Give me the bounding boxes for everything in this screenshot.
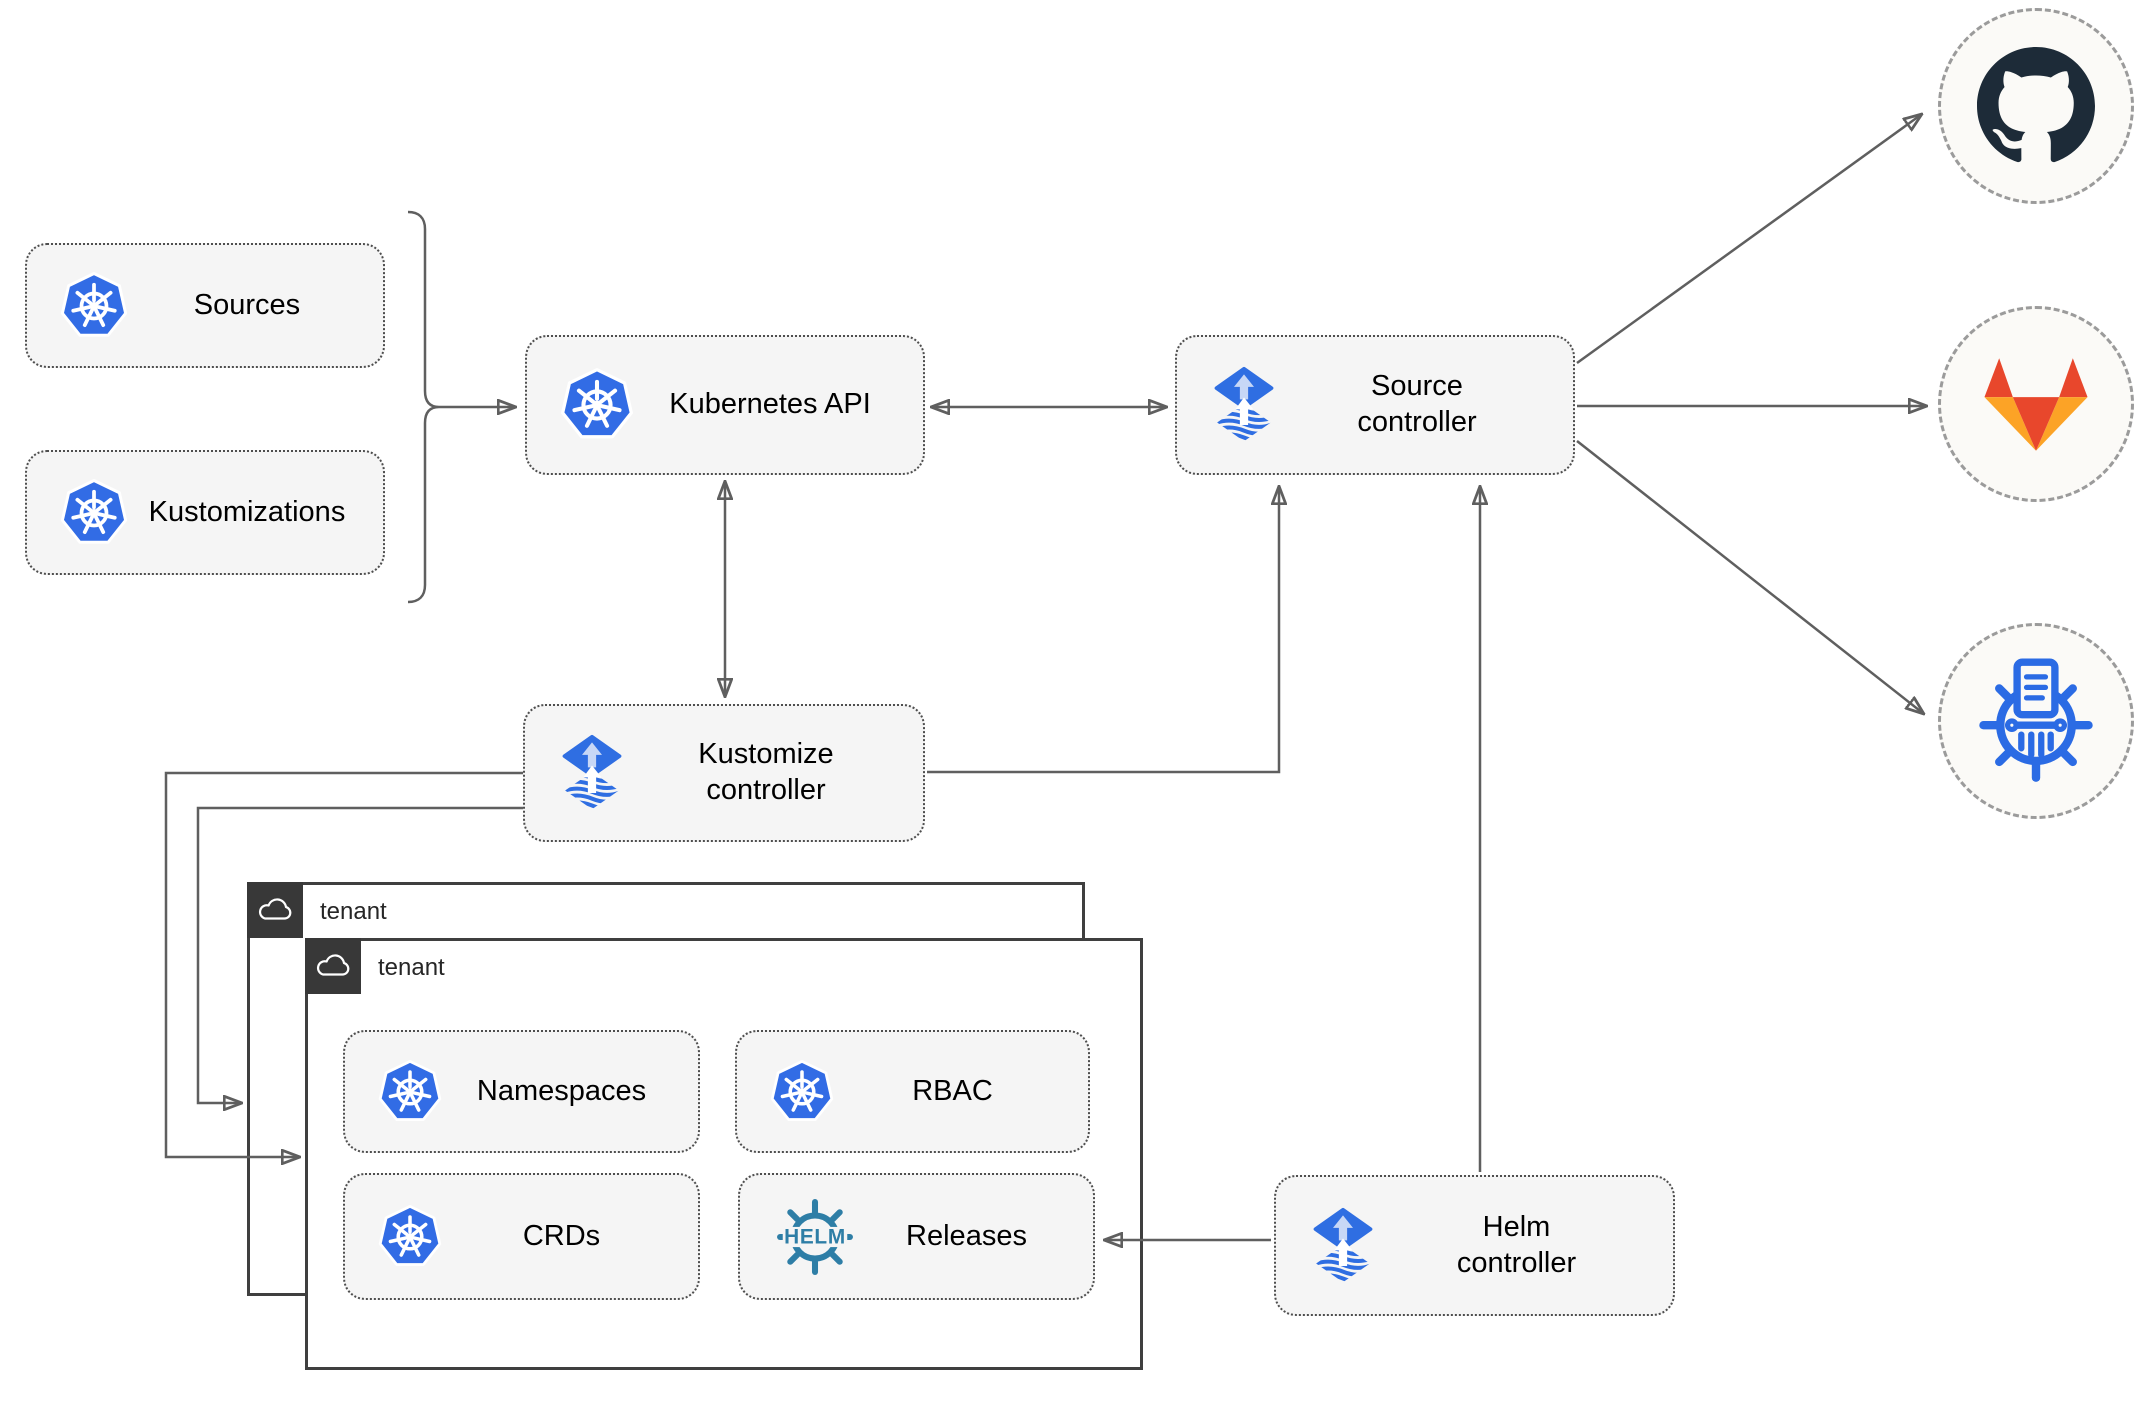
node-kustomizations: Kustomizations (25, 450, 385, 575)
kubernetes-icon (377, 1204, 443, 1270)
node-sources: Sources (25, 243, 385, 368)
kubernetes-icon (377, 1059, 443, 1125)
helm-icon: HELM (772, 1194, 858, 1280)
tenant-group-front: tenant (305, 938, 1143, 1370)
kubernetes-icon (559, 367, 635, 443)
node-source-controller: Source controller (1175, 335, 1575, 475)
node-namespaces-label: Namespaces (476, 1074, 647, 1107)
edge-kustomize-controller-to-source-controller (927, 486, 1279, 774)
edge-source-controller-to-manifest-store (1576, 440, 1924, 714)
kubernetes-icon (59, 271, 129, 341)
tenant-back-label: tenant (320, 898, 387, 925)
external-github (1938, 8, 2134, 204)
kubernetes-icon (769, 1059, 835, 1125)
node-kustomizations-label: Kustomizations (148, 495, 346, 528)
tenant-front-tab (305, 938, 361, 994)
kubernetes-icon (59, 478, 129, 548)
node-rbac: RBAC (735, 1030, 1090, 1153)
node-releases: HELM Releases (738, 1173, 1095, 1300)
node-rbac-label: RBAC (912, 1074, 993, 1107)
tenant-back-tab (247, 882, 303, 938)
node-kustomize-controller-label: Kustomize controller (698, 738, 834, 806)
external-manifest-store (1938, 623, 2134, 819)
brace-sources-kustomizations (407, 210, 440, 604)
node-helm-controller: Helm controller (1274, 1175, 1675, 1316)
external-gitlab (1938, 306, 2134, 502)
node-kubernetes-api: Kubernetes API (525, 335, 925, 475)
flux-icon (1209, 366, 1279, 444)
node-source-controller-label: Source controller (1357, 370, 1477, 438)
node-releases-label: Releases (906, 1219, 1027, 1252)
flux-icon (557, 734, 627, 812)
node-kubernetes-api-label: Kubernetes API (669, 388, 871, 421)
node-crds: CRDs (343, 1173, 700, 1300)
node-crds-label: CRDs (522, 1219, 601, 1252)
node-kustomize-controller: Kustomize controller (523, 704, 925, 842)
helm-wordmark: HELM (784, 1225, 846, 1248)
edge-source-controller-to-github (1576, 114, 1922, 365)
tenant-front-label: tenant (378, 954, 445, 981)
github-logo-icon (1977, 47, 2095, 163)
kubernetes-manifest-store-icon (1979, 658, 2093, 782)
cloud-icon (315, 953, 351, 979)
gitlab-logo-icon (1984, 357, 2088, 451)
cloud-icon (257, 897, 293, 923)
node-helm-controller-label: Helm controller (1456, 1210, 1577, 1279)
node-sources-label: Sources (193, 288, 301, 321)
node-namespaces: Namespaces (343, 1030, 700, 1153)
flux-icon (1308, 1207, 1378, 1285)
